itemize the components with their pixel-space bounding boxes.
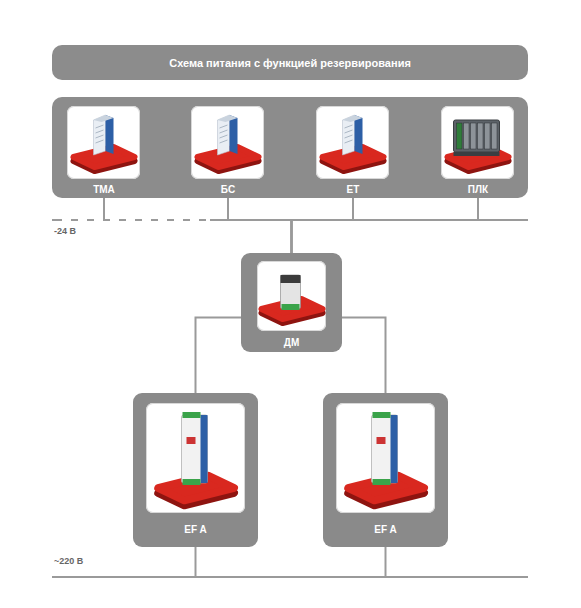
platform-top <box>158 476 234 501</box>
power-wire <box>104 198 292 253</box>
plc-rail <box>454 152 500 156</box>
icon-tile <box>336 403 435 513</box>
psu-terminal <box>183 412 201 418</box>
device-node: ПЛК <box>436 104 520 198</box>
psu-terminal <box>373 412 391 418</box>
node-label: EF A <box>133 524 258 535</box>
device-illustration <box>191 106 264 179</box>
power-wire <box>292 198 479 253</box>
device-illustration <box>441 106 514 179</box>
node-label: ПЛК <box>436 184 520 195</box>
psu-terminal <box>373 479 391 485</box>
icon-tile <box>257 261 326 331</box>
device-node: ЕТ <box>311 104 395 198</box>
server-slot <box>345 135 353 138</box>
server-slot <box>96 135 104 138</box>
node-label: БС <box>186 184 270 195</box>
device-node: БС <box>186 104 270 198</box>
module-cover <box>281 275 301 283</box>
module-body <box>281 275 301 309</box>
server-slot <box>96 140 104 143</box>
server-slot <box>220 135 228 138</box>
device-illustration <box>67 106 140 179</box>
title-band: Схема питания с функцией резервирования <box>52 45 528 80</box>
icon-tile <box>146 403 245 513</box>
server-slot <box>220 140 228 143</box>
psu-logo <box>377 437 386 444</box>
ac-feed <box>195 547 197 577</box>
module-terminal <box>282 304 300 310</box>
device-illustration <box>336 403 435 513</box>
power-wire <box>342 318 386 394</box>
psu-body <box>372 415 398 483</box>
device-illustration <box>316 106 389 179</box>
server-top <box>94 115 114 122</box>
ac-bus <box>52 576 528 578</box>
device-illustration <box>257 261 326 331</box>
server-slot <box>96 125 104 128</box>
power-wire <box>228 198 292 253</box>
module-box: ДМ <box>241 253 342 352</box>
psu-body <box>182 415 208 483</box>
server-side <box>230 115 238 154</box>
server-slot <box>345 125 353 128</box>
psu-stripe <box>201 415 208 483</box>
power-wire <box>292 198 354 253</box>
node-label: EF A <box>323 524 448 535</box>
dc-bus-dashes <box>62 219 210 221</box>
plc-module <box>485 123 491 149</box>
server-slot <box>220 125 228 128</box>
diagram-title: Схема питания с функцией резервирования <box>52 57 528 69</box>
power-wire <box>196 318 242 394</box>
dc-bus <box>52 219 528 221</box>
module-box: EF A <box>133 393 258 547</box>
server-slot <box>345 130 353 133</box>
platform-top <box>348 476 424 501</box>
server-side <box>355 115 363 154</box>
psu-terminal <box>183 479 201 485</box>
voltage-label: ~220 В <box>54 556 83 566</box>
icon-tile <box>316 106 389 179</box>
icon-tile <box>441 106 514 179</box>
node-label: ЕТ <box>311 184 395 195</box>
plc-rack <box>454 120 500 152</box>
node-label: ДМ <box>241 337 342 348</box>
psu-logo <box>187 437 196 444</box>
device-illustration <box>146 403 245 513</box>
plc-module <box>492 123 498 149</box>
plc-module <box>464 123 470 149</box>
voltage-label: -24 В <box>54 226 76 236</box>
device-node: ТМА <box>62 104 146 198</box>
plc-module <box>478 123 484 149</box>
plc-module <box>457 123 463 149</box>
plc-module <box>471 123 477 149</box>
server-slot <box>345 140 353 143</box>
server-slot <box>96 130 104 133</box>
server-side <box>106 115 114 154</box>
icon-tile <box>67 106 140 179</box>
node-label: ТМА <box>62 184 146 195</box>
server-slot <box>220 130 228 133</box>
icon-tile <box>191 106 264 179</box>
server-top <box>343 115 363 122</box>
server-top <box>218 115 238 122</box>
ac-feed <box>385 547 387 577</box>
psu-stripe <box>391 415 398 483</box>
module-box: EF A <box>323 393 448 547</box>
